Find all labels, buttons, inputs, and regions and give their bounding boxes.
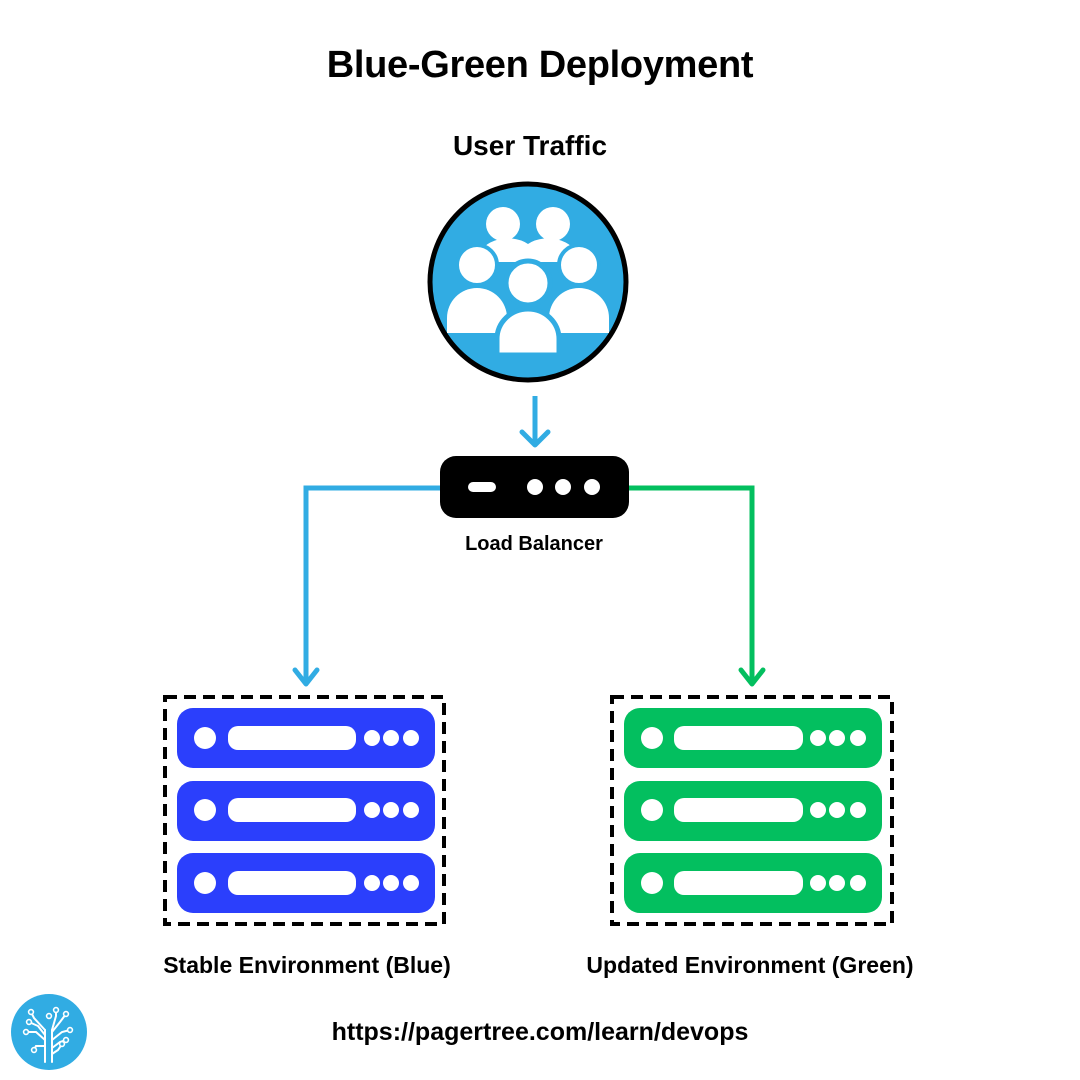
blue-route-arrow xyxy=(292,485,442,687)
stable-environment-label: Stable Environment (Blue) xyxy=(163,952,451,978)
load-balancer-label: Load Balancer xyxy=(465,533,603,555)
green-route-arrow xyxy=(627,485,766,687)
updated-environment-servers xyxy=(610,695,894,926)
diagram-title: Blue-Green Deployment xyxy=(326,44,754,86)
load-balancer-device-icon xyxy=(440,456,629,518)
traffic-arrow xyxy=(519,396,551,448)
pagertree-tree-logo-icon xyxy=(11,994,87,1070)
stable-environment-servers xyxy=(163,695,446,926)
updated-environment-label: Updated Environment (Green) xyxy=(586,952,914,978)
footer-url-link[interactable]: https://pagertree.com/learn/devops xyxy=(331,1018,749,1046)
users-group-icon xyxy=(427,181,629,383)
user-traffic-label: User Traffic xyxy=(452,130,608,161)
